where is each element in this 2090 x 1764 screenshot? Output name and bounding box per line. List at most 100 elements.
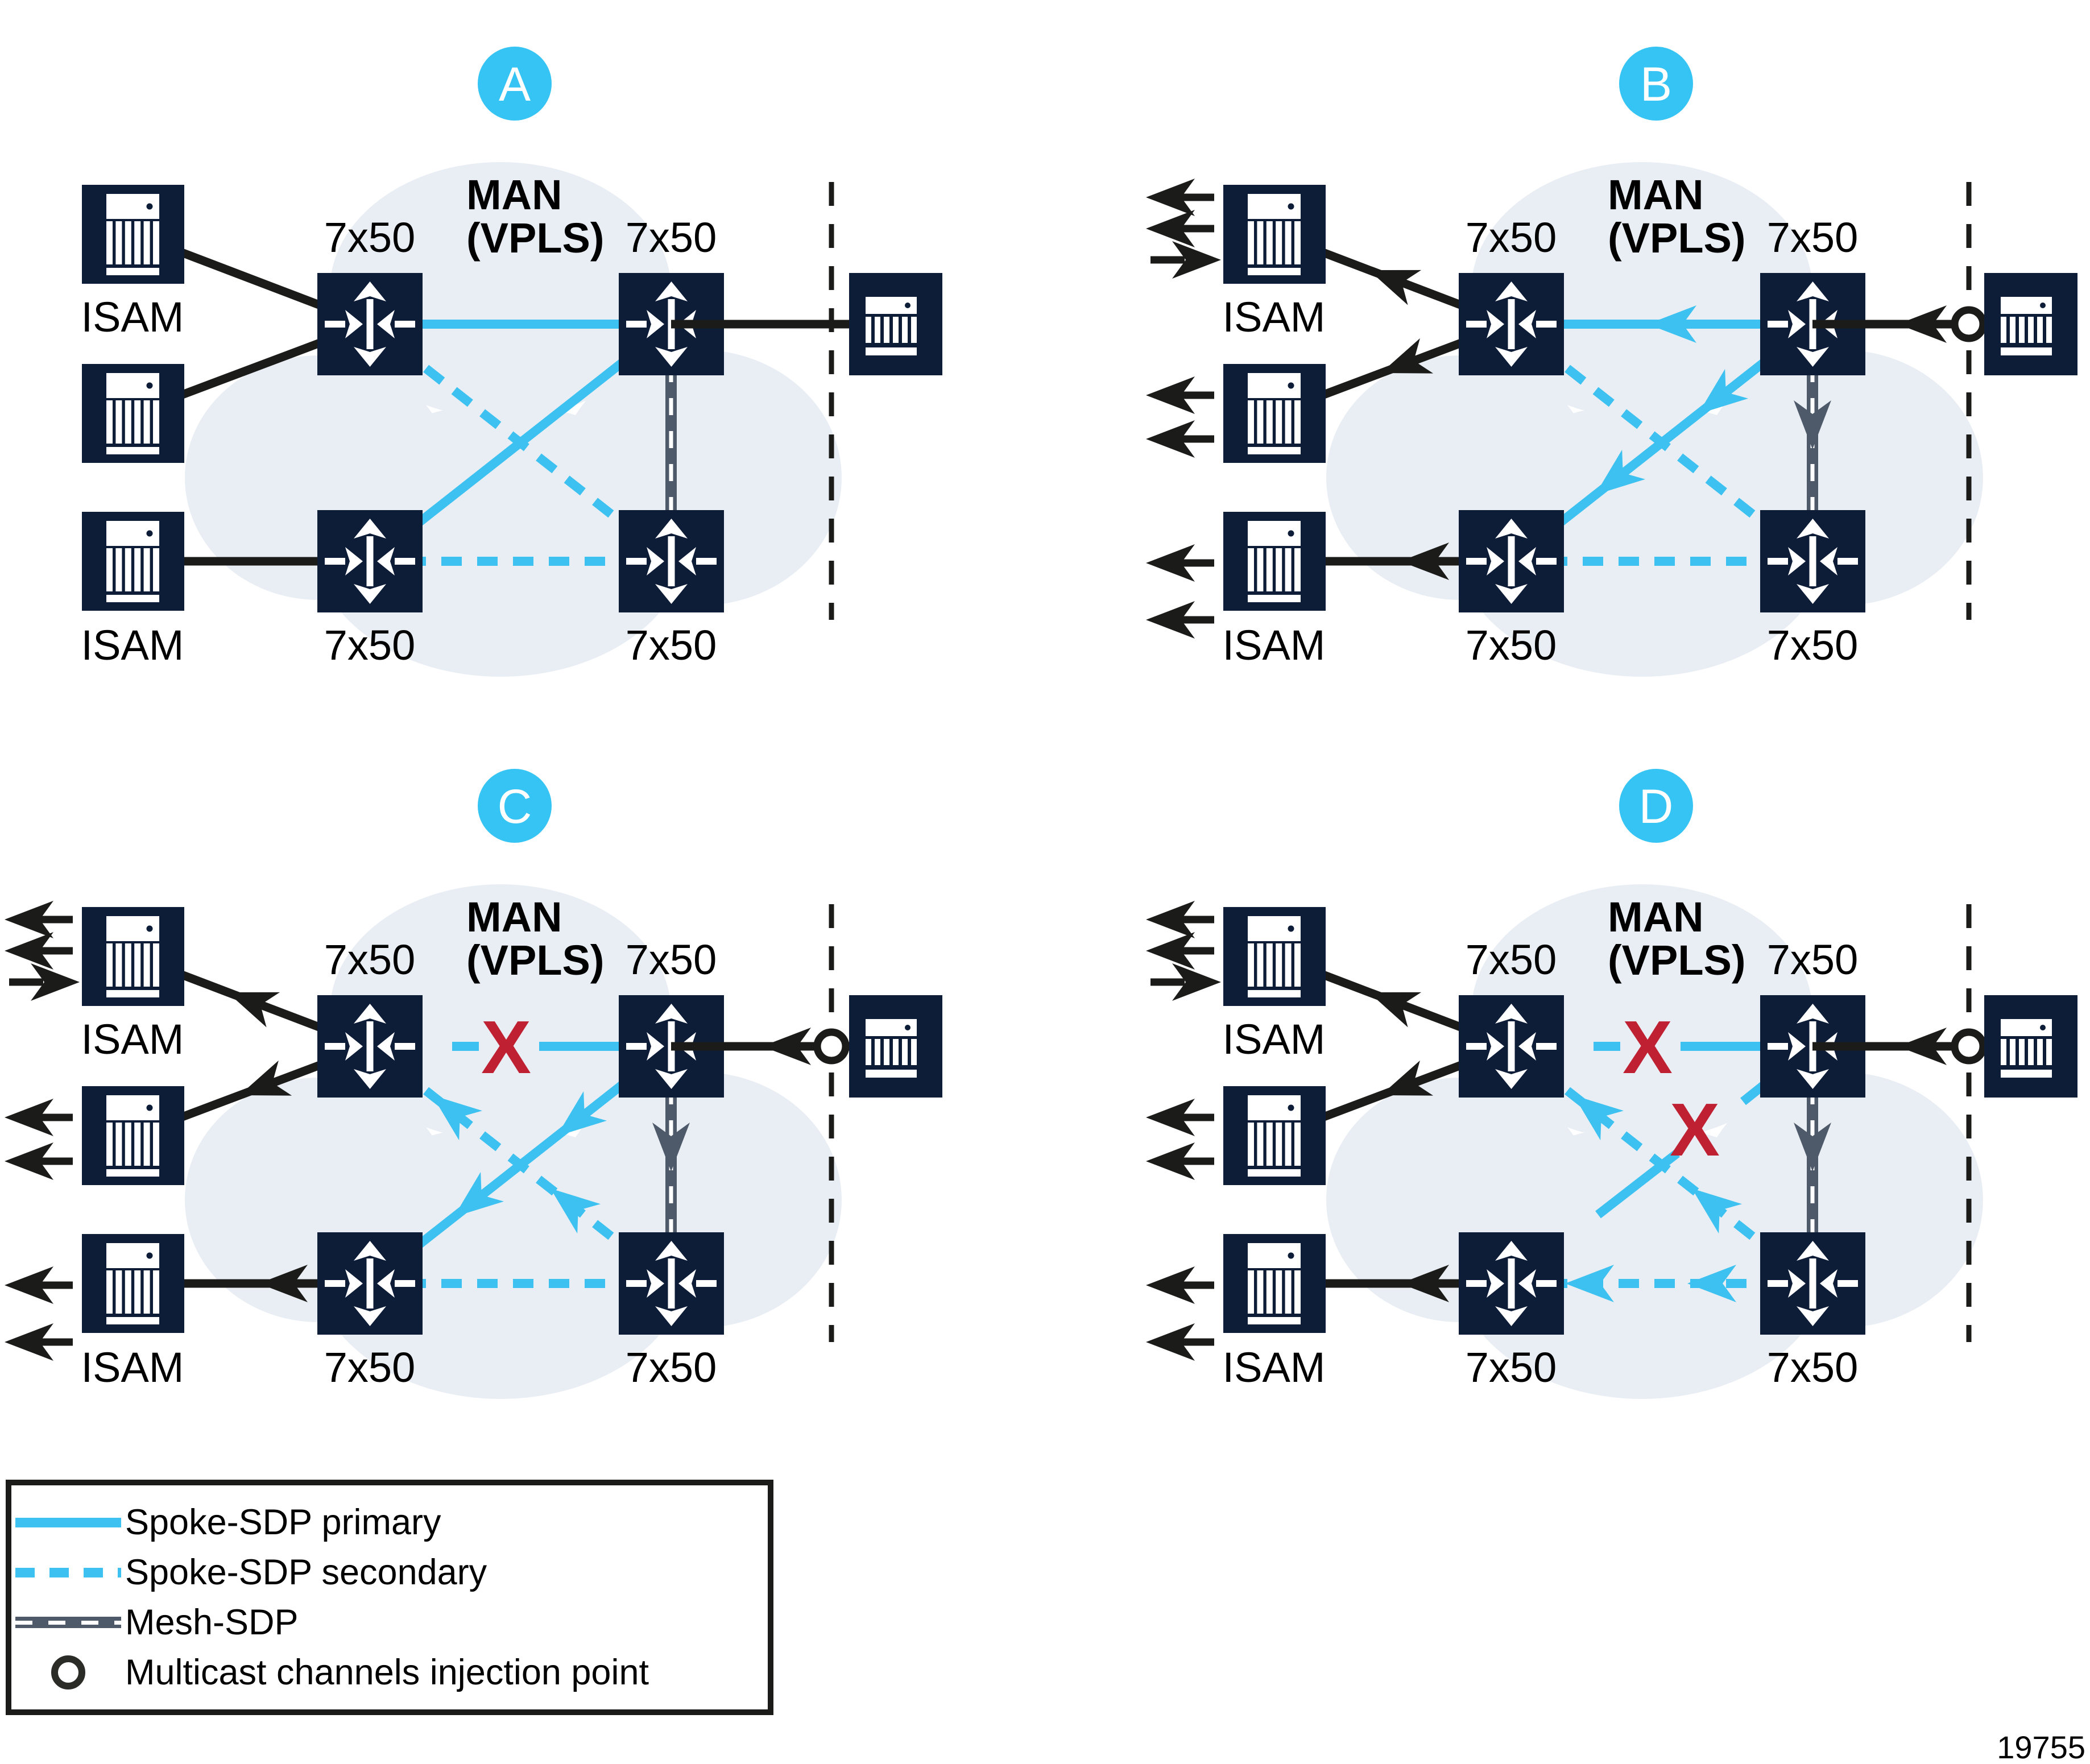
multicast-injection-point-icon — [1951, 306, 1987, 342]
label-isam-bottom: ISAM — [1223, 1344, 1326, 1391]
label-isam-top: ISAM — [81, 1016, 184, 1063]
failure-x-primary-diagonal: X — [1670, 1088, 1720, 1171]
injection-point-ring-icon — [51, 1655, 85, 1690]
arrow-to-isam1-icon — [1362, 252, 1422, 305]
label-7x50-top-right: 7x50 — [626, 214, 717, 261]
label-vpls: (VPLS) — [466, 214, 605, 262]
router-7x50-bottom-right-icon — [1760, 1232, 1865, 1335]
legend-item-spoke-secondary: Spoke-SDP secondary — [11, 1551, 768, 1593]
multicast-flow-arrows — [1146, 901, 1449, 1361]
label-7x50-top-right: 7x50 — [1767, 936, 1858, 983]
isam2-subscriber-arrows — [1146, 1099, 1214, 1180]
label-man: MAN — [1608, 171, 1704, 218]
isam1-icon — [1223, 907, 1326, 1006]
legend-label: Multicast channels injection point — [125, 1653, 649, 1692]
isam2-subscriber-arrows — [1146, 376, 1214, 458]
isam2-icon — [82, 364, 184, 463]
router-7x50-bottom-left-icon — [1459, 510, 1564, 612]
isam3-icon — [82, 512, 184, 611]
label-7x50-top-left: 7x50 — [1466, 214, 1557, 261]
label-7x50-bottom-left: 7x50 — [1466, 1344, 1557, 1391]
spoke-sdp-secondary-diagonal — [1508, 320, 1815, 565]
label-7x50-bottom-right: 7x50 — [1767, 1344, 1858, 1391]
figure-number: 19755 — [1997, 1729, 2085, 1764]
bsr-icon — [849, 273, 942, 375]
isam3-subscriber-arrows — [5, 1266, 73, 1361]
label-7x50-bottom-right: 7x50 — [626, 622, 717, 669]
router-7x50-bottom-right-icon — [619, 1232, 724, 1335]
panel-d: 7x50 7x50 7x50 7x50 ISAM ISAM MAN (VPLS)… — [1146, 769, 2077, 1399]
panel-b: 7x50 7x50 7x50 7x50 ISAM ISAM MAN (VPLS)… — [1146, 47, 2077, 677]
label-7x50-top-left: 7x50 — [1466, 936, 1557, 983]
legend-label: Spoke-SDP primary — [125, 1502, 441, 1542]
isam1-icon — [82, 907, 184, 1006]
bsr-icon — [849, 995, 942, 1098]
isam3-subscriber-arrows — [1146, 1266, 1214, 1361]
isam1-subscriber-arrows — [5, 901, 80, 1001]
router-7x50-bottom-right-icon — [619, 510, 724, 612]
spoke-sdp-secondary-line-swatch — [15, 1567, 121, 1577]
failure-x-primary-top: X — [481, 1005, 531, 1089]
label-7x50-top-right: 7x50 — [1767, 214, 1858, 261]
scenario-badge — [478, 769, 552, 843]
isam1-icon — [1223, 185, 1326, 284]
router-7x50-top-left-icon — [317, 995, 423, 1098]
label-man: MAN — [466, 171, 562, 218]
isam2-subscriber-arrows — [5, 1099, 73, 1180]
isam3-icon — [1223, 1234, 1326, 1333]
label-isam-top: ISAM — [1223, 293, 1326, 341]
isam3-subscriber-arrows — [1146, 544, 1214, 639]
isam2-icon — [1223, 364, 1326, 463]
router-7x50-bottom-left-icon — [317, 510, 423, 612]
isam1-subscriber-arrows — [1146, 179, 1221, 279]
router-7x50-bottom-left-icon — [317, 1232, 423, 1335]
label-7x50-top-left: 7x50 — [324, 214, 415, 261]
isam1-icon — [82, 185, 184, 284]
legend-label: Mesh-SDP — [125, 1602, 299, 1642]
label-isam-bottom: ISAM — [81, 1344, 184, 1391]
label-vpls: (VPLS) — [466, 937, 605, 984]
router-7x50-top-left-icon — [317, 273, 423, 375]
label-7x50-bottom-left: 7x50 — [324, 1344, 415, 1391]
router-7x50-bottom-right-icon — [1760, 510, 1865, 612]
multicast-injection-point-icon — [1951, 1028, 1987, 1065]
label-7x50-bottom-left: 7x50 — [324, 622, 415, 669]
legend-item-spoke-primary: Spoke-SDP primary — [11, 1501, 768, 1543]
legend-label: Spoke-SDP secondary — [125, 1552, 487, 1592]
failure-x-primary-top: X — [1623, 1005, 1673, 1089]
legend-item-injection-point: Multicast channels injection point — [11, 1651, 768, 1693]
label-vpls: (VPLS) — [1608, 937, 1746, 984]
router-7x50-top-left-icon — [1459, 995, 1564, 1098]
panel-c: 7x50 7x50 7x50 7x50 ISAM ISAM MAN (VPLS)… — [5, 769, 942, 1399]
spoke-sdp-primary-line-swatch — [15, 1517, 121, 1527]
label-man: MAN — [466, 893, 562, 941]
label-vpls: (VPLS) — [1608, 214, 1746, 262]
legend-item-mesh: Mesh-SDP — [11, 1601, 768, 1643]
label-isam-top: ISAM — [81, 293, 184, 341]
mesh-sdp-line-swatch — [15, 1617, 121, 1628]
scenario-badge — [1619, 47, 1693, 121]
multicast-flow-arrows — [5, 901, 308, 1361]
label-7x50-bottom-right: 7x50 — [626, 1344, 717, 1391]
arrow-to-isam1-icon — [1362, 975, 1422, 1028]
spoke-sdp-secondary-diagonal — [367, 320, 674, 565]
scenario-badge — [1619, 769, 1693, 843]
scenario-badge-letter: D — [1639, 780, 1674, 833]
scenario-badge — [478, 47, 552, 121]
isam1-subscriber-arrows — [1146, 901, 1221, 1001]
multicast-injection-point-icon — [813, 1028, 850, 1065]
scenario-badge-letter: C — [498, 780, 532, 833]
isam3-icon — [1223, 512, 1326, 611]
label-7x50-bottom-left: 7x50 — [1466, 622, 1557, 669]
scenario-badge-letter: A — [499, 57, 531, 111]
arrow-to-isam1-icon — [221, 975, 280, 1028]
label-7x50-top-left: 7x50 — [324, 936, 415, 983]
isam2-icon — [82, 1086, 184, 1185]
spoke-sdp-secondary-diagonal — [367, 1042, 674, 1287]
router-7x50-bottom-left-icon — [1459, 1232, 1564, 1335]
isam2-icon — [1223, 1086, 1326, 1185]
panel-a: 7x50 7x50 7x50 7x50 ISAM ISAM MAN (VPLS)… — [81, 47, 942, 677]
label-isam-bottom: ISAM — [1223, 622, 1326, 669]
label-7x50-bottom-right: 7x50 — [1767, 622, 1858, 669]
